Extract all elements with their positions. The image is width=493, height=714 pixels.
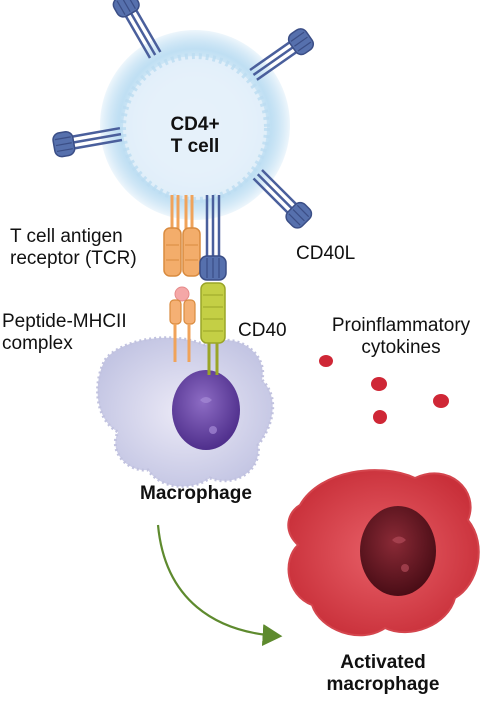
- cytokine-dot: [433, 394, 449, 408]
- tcell-label-line1: CD4+: [170, 114, 220, 135]
- activation-arrow: [156, 524, 283, 646]
- cytokines-label: Proinflammatory cytokines: [311, 315, 491, 359]
- activated-label-line1: Activated: [340, 652, 426, 673]
- mhcii-label: Peptide-MHCII complex: [2, 311, 127, 355]
- macrophage-nucleus: [172, 370, 240, 450]
- activated-macrophage: [287, 469, 480, 637]
- mhcii-label-line1: Peptide-MHCII: [2, 311, 127, 332]
- cd40l-label: CD40L: [296, 243, 356, 264]
- cytokine-dot: [373, 410, 387, 424]
- mhcii-label-line2: complex: [2, 333, 73, 354]
- macrophage: [96, 336, 275, 488]
- cd40l-bound: [199, 195, 227, 281]
- cytokines: [319, 355, 449, 424]
- cytokines-label-line1: Proinflammatory: [331, 315, 471, 336]
- activated-macrophage-label: Activated macrophage: [318, 652, 448, 696]
- cytokine-dot: [371, 377, 387, 391]
- cytokine-dot: [319, 355, 333, 367]
- tcr-label-line1: T cell antigen: [10, 226, 123, 247]
- tcell-label: CD4+ T cell: [168, 114, 222, 158]
- macrophage-label: Macrophage: [140, 483, 252, 504]
- tcr-receptor: [163, 195, 201, 277]
- tcr-label: T cell antigen receptor (TCR): [10, 226, 137, 270]
- activated-nucleus: [360, 506, 436, 596]
- activated-label-line2: macrophage: [326, 674, 440, 695]
- t-cell: [100, 30, 290, 220]
- tcr-label-line2: receptor (TCR): [10, 248, 137, 269]
- cd40-receptor: [200, 282, 226, 375]
- tcell-label-line2: T cell: [170, 136, 220, 157]
- peptide-mhcii: [169, 286, 196, 362]
- cd40-label: CD40: [238, 320, 287, 341]
- cytokines-label-line2: cytokines: [361, 337, 441, 358]
